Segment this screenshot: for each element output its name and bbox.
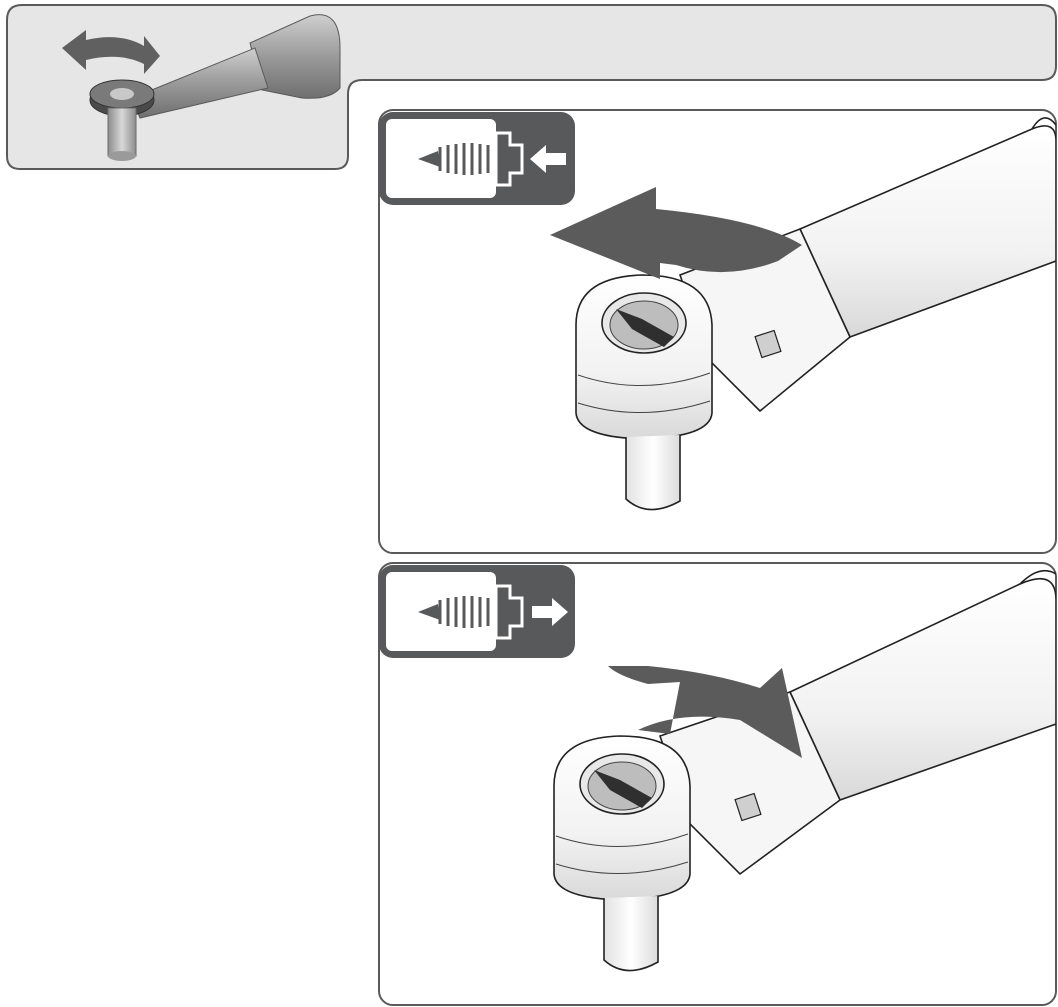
ratchet-head-illustration-bottom [553, 569, 1056, 972]
bidirectional-rotate-arrow-icon [62, 30, 160, 74]
screw-with-left-arrow-icon [379, 112, 575, 205]
ratchet-head-illustration-top [550, 117, 1056, 511]
ratchet-wrench-icon [62, 14, 341, 161]
curved-arrow-right-icon [608, 666, 802, 758]
curved-arrow-left-icon [550, 187, 802, 279]
screw-with-right-arrow-icon [379, 565, 575, 658]
